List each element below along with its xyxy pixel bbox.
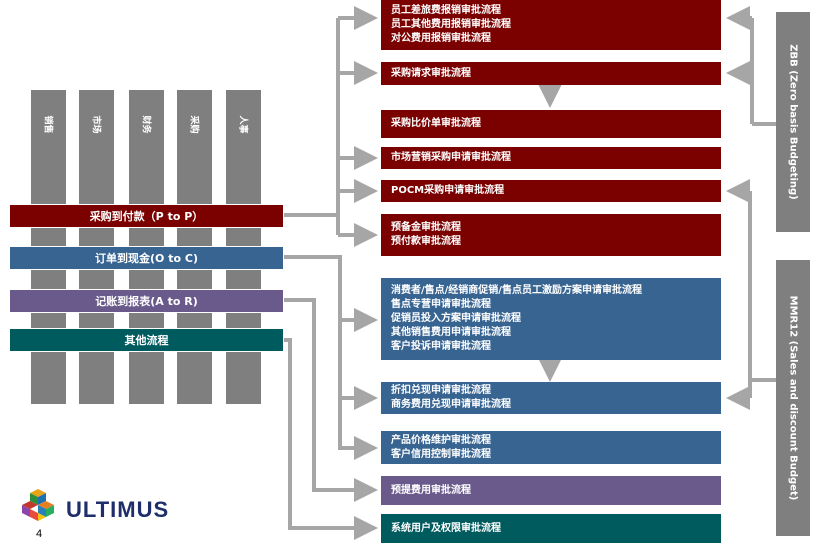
approval-box-purchase-request: 采购请求审批流程 xyxy=(381,62,721,85)
approval-box-pocm: POCM采购申请审批流程 xyxy=(381,180,721,202)
approval-line: 消费者/售点/经销商促销/售点员工激励方案申请审批流程 xyxy=(391,285,642,296)
approval-line: 预提费用审批流程 xyxy=(391,484,471,496)
approval-line: 采购比价单审批流程 xyxy=(391,118,481,129)
approval-line: 客户信用控制审批流程 xyxy=(391,448,491,460)
approval-box-reserve: 预备金审批流程 预付款审批流程 xyxy=(381,214,721,256)
process-bar-o2c: 订单到现金(O to C) xyxy=(9,246,284,270)
approval-line: 采购请求审批流程 xyxy=(391,67,471,79)
approval-line: 售点专营申请审批流程 xyxy=(391,299,491,310)
process-bar-label: 订单到现金(O to C) xyxy=(95,252,198,265)
approval-line: 员工差旅费报销审批流程 xyxy=(391,5,501,16)
ultimus-logo-icon xyxy=(22,489,54,521)
approval-box-price-compare: 采购比价单审批流程 xyxy=(381,110,721,138)
connector xyxy=(284,338,378,540)
connector xyxy=(284,298,378,502)
approval-line: 促销员投入方案申请审批流程 xyxy=(391,313,521,324)
approval-line: 员工其他费用报销审批流程 xyxy=(391,19,511,30)
side-label-mmr12: MMR12 (Sales and discount Budget) xyxy=(776,260,810,536)
approval-box-system-user: 系统用户及权限审批流程 xyxy=(381,514,721,543)
approval-line: 商务费用兑现申请审批流程 xyxy=(391,399,511,410)
process-bar-other: 其他流程 xyxy=(9,328,284,352)
approval-line: 产品价格维护审批流程 xyxy=(391,434,491,446)
side-label-zbb: ZBB (Zero basis Budgeting) xyxy=(776,12,810,232)
approval-line: 其他销售费用申请审批流程 xyxy=(391,327,511,338)
process-bar-a2r: 记账到报表(A to R) xyxy=(9,289,284,313)
page-number: 4 xyxy=(36,528,43,540)
approval-line: 系统用户及权限审批流程 xyxy=(391,522,501,534)
approval-box-expense: 员工差旅费报销审批流程 员工其他费用报销审批流程 对公费用报销审批流程 xyxy=(381,0,721,50)
approval-box-discount: 折扣兑现申请审批流程 商务费用兑现申请审批流程 xyxy=(381,382,721,414)
approval-box-marketing-purchase: 市场营销采购申请审批流程 xyxy=(381,147,721,169)
process-bar-label: 其他流程 xyxy=(124,334,169,347)
approval-line: 预付款审批流程 xyxy=(391,236,461,247)
approval-line: 折扣兑现申请审批流程 xyxy=(391,385,491,396)
process-bar-label: 记账到报表(A to R) xyxy=(95,295,198,308)
approval-line: POCM采购申请审批流程 xyxy=(391,185,505,196)
connector xyxy=(338,320,378,410)
process-bar-p2p: 采购到付款（P to P） xyxy=(9,204,284,228)
approval-box-price-credit: 产品价格维护审批流程 客户信用控制审批流程 xyxy=(381,431,721,464)
connector xyxy=(284,255,378,332)
side-label-text: ZBB (Zero basis Budgeting) xyxy=(787,44,799,200)
connector xyxy=(338,398,378,460)
approval-line: 预备金审批流程 xyxy=(391,222,461,233)
process-bar-label: 采购到付款（P to P） xyxy=(89,210,204,223)
approval-line: 市场营销采购申请审批流程 xyxy=(391,152,511,163)
side-label-text: MMR12 (Sales and discount Budget) xyxy=(787,295,799,501)
approval-line: 客户投诉申请审批流程 xyxy=(391,341,491,352)
approval-box-accrual: 预提费用审批流程 xyxy=(381,476,721,505)
approval-box-promotion: 消费者/售点/经销商促销/售点员工激励方案申请审批流程 售点专营申请审批流程 促… xyxy=(381,278,721,360)
approval-line: 对公费用报销审批流程 xyxy=(391,33,491,44)
logo-text: ULTIMUS xyxy=(66,497,170,522)
